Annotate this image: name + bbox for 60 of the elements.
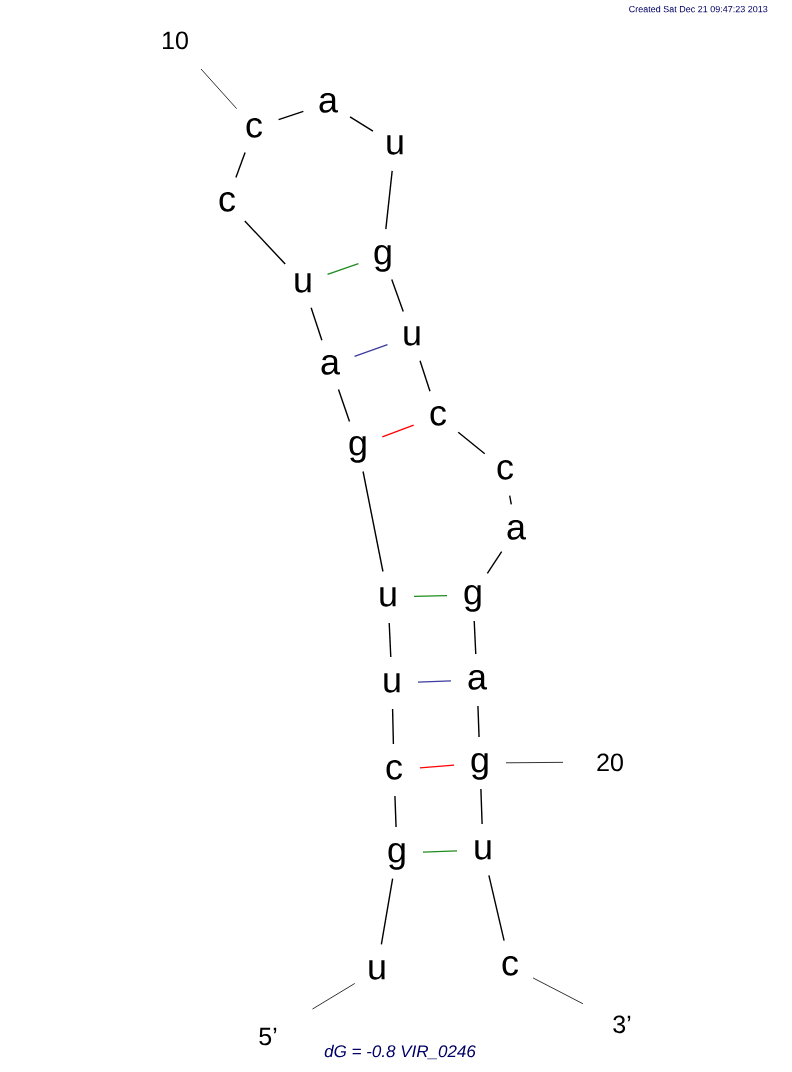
backbone-line (362, 470, 384, 573)
backbone-line (486, 550, 503, 574)
backbone-line (385, 170, 393, 230)
backbone-line (388, 622, 392, 658)
base-letter: c (386, 759, 403, 780)
strand-end-label: 3’ (613, 1015, 631, 1034)
base-pair-line (413, 594, 448, 598)
base-letter: a (507, 519, 526, 540)
backbone-line (349, 116, 374, 132)
base-letter: g (388, 842, 405, 870)
base-letter: a (468, 669, 487, 690)
base-letter: g (374, 245, 391, 272)
base-pair-line (326, 262, 360, 276)
backbone-line (394, 795, 397, 828)
backbone-line (391, 708, 395, 745)
backbone-line (244, 220, 286, 265)
base-letter: u (380, 587, 396, 607)
backbone-line (477, 705, 480, 738)
strand-end-label: 5’ (259, 1027, 277, 1046)
backbone-line (488, 874, 505, 942)
backbone-line (473, 620, 477, 655)
base-pair-line (417, 680, 452, 683)
base-letter: u (387, 135, 403, 155)
base-letter: g (349, 435, 366, 463)
caption: dG = -0.8 VIR_0246 (324, 1044, 476, 1060)
base-letter: c (430, 405, 447, 426)
backbone-line (310, 307, 323, 341)
base-letter: c (246, 117, 263, 138)
backbone-line (391, 278, 404, 313)
backbone-line (380, 877, 394, 946)
backbone-line (419, 360, 431, 392)
base-letter: a (319, 92, 338, 113)
base-letter: u (295, 273, 311, 293)
backbone-line (277, 110, 305, 121)
leader-line (312, 983, 356, 1010)
backbone-line (509, 494, 512, 506)
leader-line (505, 761, 564, 764)
leader-line (200, 68, 238, 110)
base-letter: u (369, 960, 385, 980)
backbone-line (337, 388, 351, 423)
leader-line (532, 977, 584, 1005)
base-letter: u (404, 326, 420, 346)
backbone-line (480, 788, 483, 825)
timestamp-text: Created Sat Dec 21 09:47:23 2013 (629, 5, 768, 13)
base-letter: c (219, 191, 236, 212)
base-letter: c (502, 955, 519, 976)
backbone-line (457, 431, 486, 455)
base-letter: a (321, 354, 340, 375)
base-letter: u (384, 673, 400, 693)
base-letter: g (471, 752, 488, 780)
base-pair-line (381, 424, 415, 438)
base-letter: u (475, 840, 491, 860)
backbone-line (235, 151, 246, 179)
position-number: 20 (597, 753, 623, 772)
base-pair-line (422, 850, 458, 853)
base-pair-line (419, 764, 455, 769)
position-number: 10 (163, 31, 188, 50)
base-letter: c (497, 459, 514, 480)
base-letter: g (464, 584, 481, 612)
base-pair-line (353, 343, 389, 358)
